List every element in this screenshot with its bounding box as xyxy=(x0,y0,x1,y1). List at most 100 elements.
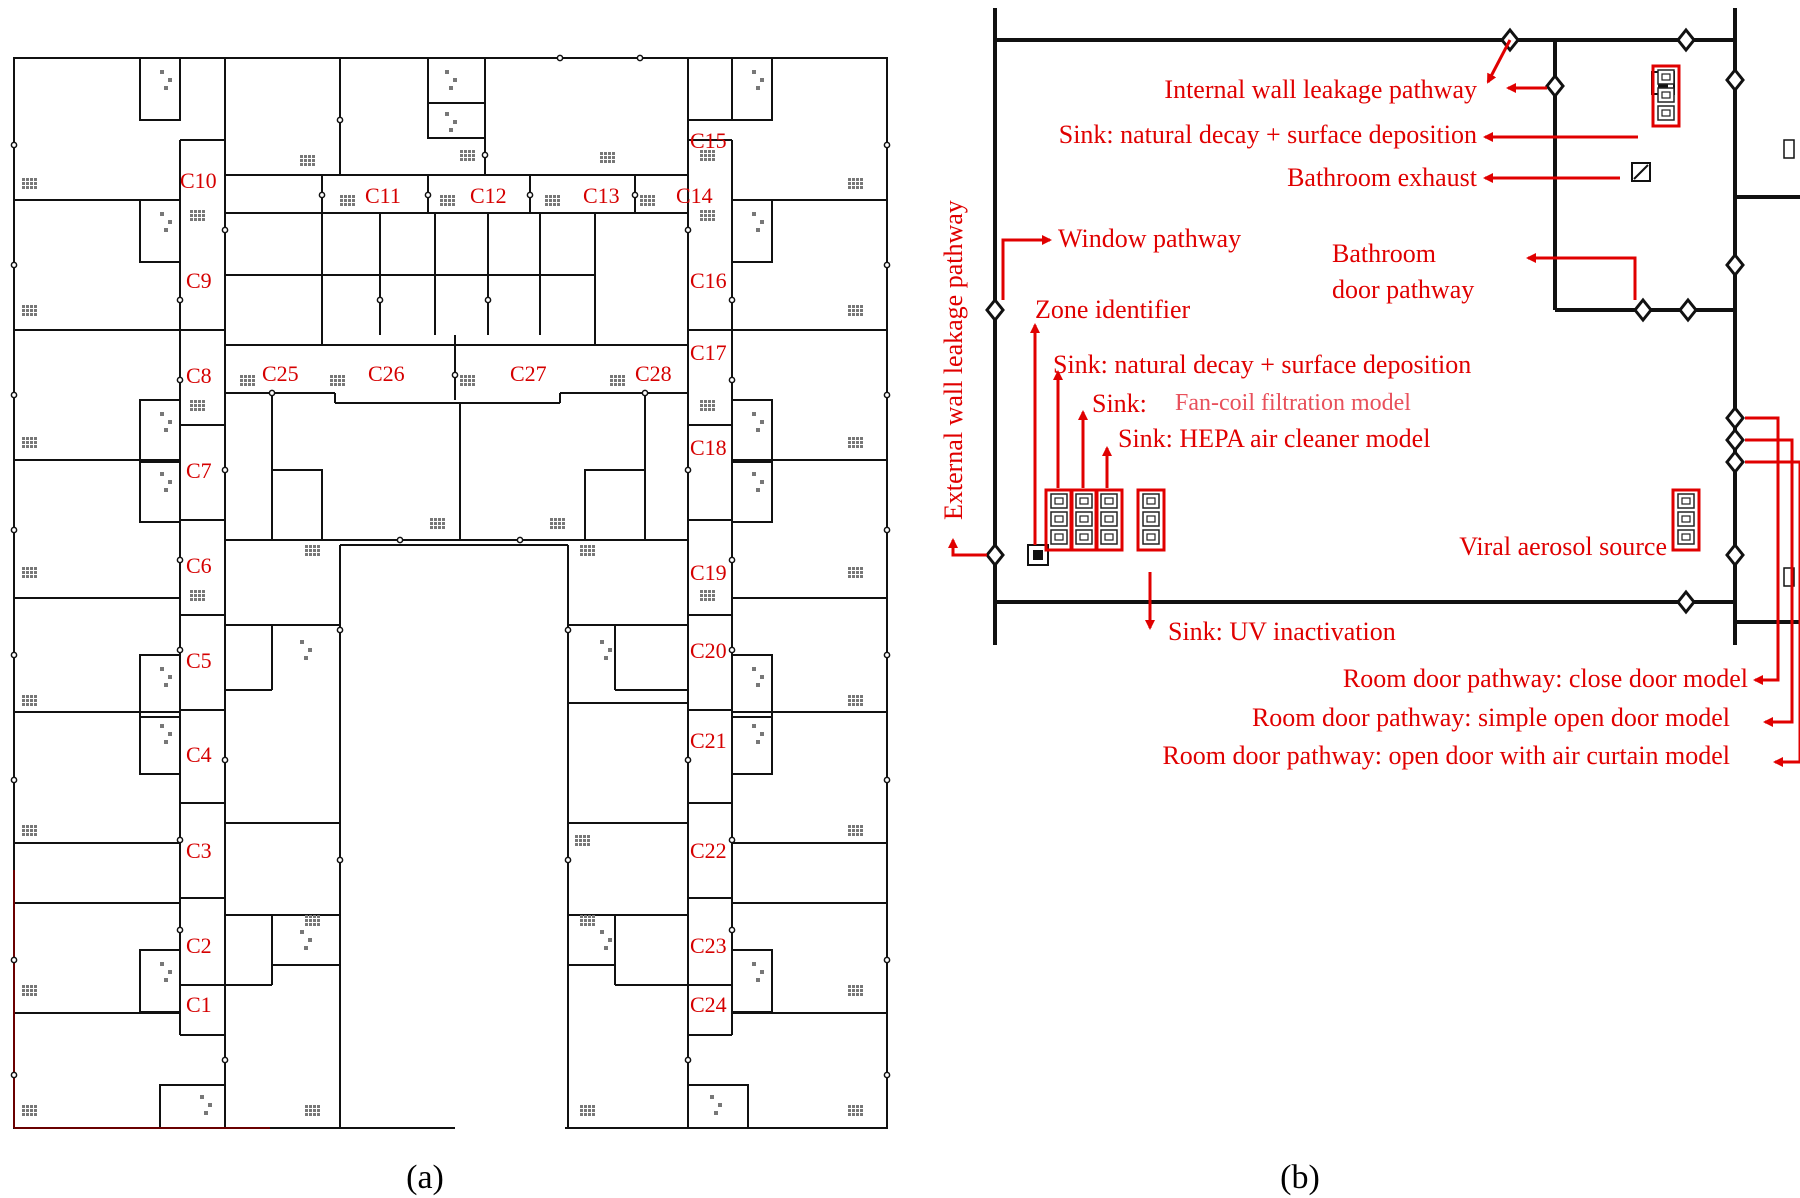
zone-icon-cluster xyxy=(300,155,315,166)
label-sink-fancoil-prefix: Sink: xyxy=(1092,389,1147,418)
pathway-node xyxy=(396,536,404,544)
floor-plan: C1 C2 C3 C4 C5 C6 C7 C8 C9 C10 C11 C12 C… xyxy=(10,54,891,1196)
annotation-labels: Internal wall leakage pathway Sink: natu… xyxy=(939,75,1748,770)
zone-icon-cluster xyxy=(700,210,715,221)
zoom-icons xyxy=(1027,71,1795,587)
zone-icon-cluster xyxy=(305,915,320,926)
pathway-node xyxy=(684,1056,692,1064)
label-sink-top: Sink: natural decay + surface deposition xyxy=(1059,120,1477,149)
zone-icon-cluster xyxy=(340,195,355,206)
label-door-close: Room door pathway: close door model xyxy=(1343,664,1748,693)
pathway-node xyxy=(10,391,18,399)
corridor-label: C8 xyxy=(186,363,212,388)
pathway-node xyxy=(10,956,18,964)
pathway-node xyxy=(176,836,184,844)
pathway-node xyxy=(10,526,18,534)
panel-b-caption: (b) xyxy=(1280,1159,1320,1196)
label-viral-source: Viral aerosol source xyxy=(1459,532,1667,561)
pathway-node xyxy=(10,141,18,149)
zone-icon-cluster xyxy=(22,825,37,836)
label-bathroom-exhaust: Bathroom exhaust xyxy=(1287,163,1478,192)
label-bathroom-door-2: door pathway xyxy=(1332,275,1474,304)
pathway-node xyxy=(728,646,736,654)
pathway-node xyxy=(221,1056,229,1064)
pathway-node xyxy=(336,626,344,634)
pathway-node xyxy=(883,391,891,399)
zone-icon-cluster xyxy=(580,915,595,926)
zone-icon-cluster xyxy=(545,195,560,206)
label-zone-identifier: Zone identifier xyxy=(1035,295,1191,324)
pathway-node xyxy=(883,1071,891,1079)
pathway-node xyxy=(883,651,891,659)
zone-icon-cluster xyxy=(848,695,863,706)
pathway-node xyxy=(684,756,692,764)
zone-icon-cluster xyxy=(700,400,715,411)
corridor-label: C24 xyxy=(690,992,727,1017)
pathway-node xyxy=(883,526,891,534)
pathway-node xyxy=(10,1071,18,1079)
corridor-label: C6 xyxy=(186,553,212,578)
zone-icon-clusters xyxy=(22,70,863,1116)
corridor-label: C2 xyxy=(186,933,212,958)
pathway-node xyxy=(728,296,736,304)
corridor-label: C5 xyxy=(186,648,212,673)
right-room-walls xyxy=(687,57,887,1129)
annotation-arrows xyxy=(948,39,1800,767)
zone-icon-cluster xyxy=(190,590,205,601)
sink-stack-icon xyxy=(1069,488,1099,552)
zone-icon-cluster xyxy=(580,545,595,556)
zone-icon-cluster xyxy=(240,375,255,386)
corridor-label: C19 xyxy=(690,560,727,585)
corridor-label: C25 xyxy=(262,361,299,386)
pathway-node xyxy=(176,296,184,304)
pathway-node xyxy=(221,226,229,234)
corridor-label: C13 xyxy=(583,183,620,208)
pathway-node xyxy=(176,926,184,934)
corridor-label: C1 xyxy=(186,992,212,1017)
left-room-walls xyxy=(14,57,226,1129)
top-block-walls xyxy=(180,57,732,541)
zone-icon-cluster xyxy=(440,195,455,206)
zone-icon-cluster xyxy=(700,590,715,601)
pathway-node xyxy=(424,191,432,199)
zone-icon-cluster xyxy=(22,1105,37,1116)
zone-icon-cluster xyxy=(600,152,615,163)
zone-icon-cluster xyxy=(848,1105,863,1116)
corridor-label: C22 xyxy=(690,838,727,863)
pathway-node xyxy=(684,466,692,474)
sink-stack-icon xyxy=(1136,488,1166,552)
pathway-node xyxy=(728,376,736,384)
zone-icon-cluster xyxy=(22,985,37,996)
pathway-node xyxy=(451,371,459,379)
pathway-node xyxy=(376,296,384,304)
zone-icon-cluster xyxy=(848,985,863,996)
pathway-node xyxy=(221,756,229,764)
zone-icon-cluster xyxy=(22,305,37,316)
sink-stack-icon xyxy=(1094,488,1124,552)
pathway-node xyxy=(10,261,18,269)
corridor-label: C4 xyxy=(186,742,212,767)
label-door-curtain: Room door pathway: open door with air cu… xyxy=(1162,741,1730,770)
panel-a-caption: (a) xyxy=(406,1159,444,1196)
zone-icon-cluster xyxy=(848,437,863,448)
pathway-node xyxy=(481,151,489,159)
pathway-node xyxy=(318,191,326,199)
label-sink-fancoil: Fan-coil filtration model xyxy=(1175,390,1411,416)
zone-icon-cluster xyxy=(190,400,205,411)
label-sink-decay: Sink: natural decay + surface deposition xyxy=(1053,350,1471,379)
corridor-label: C17 xyxy=(690,340,727,365)
corridor-label: C20 xyxy=(690,638,727,663)
pathway-node xyxy=(883,141,891,149)
zone-icon-cluster xyxy=(610,375,625,386)
zoom-room: Internal wall leakage pathway Sink: natu… xyxy=(939,8,1800,1196)
pathway-node xyxy=(564,626,572,634)
zone-icon-cluster xyxy=(305,1105,320,1116)
pathway-node xyxy=(176,556,184,564)
pathway-node xyxy=(526,191,534,199)
pathway-node xyxy=(221,466,229,474)
pathway-node xyxy=(631,191,639,199)
corridor-label: C26 xyxy=(368,361,405,386)
label-internal-wall: Internal wall leakage pathway xyxy=(1164,75,1477,104)
zone-icon-cluster xyxy=(848,567,863,578)
